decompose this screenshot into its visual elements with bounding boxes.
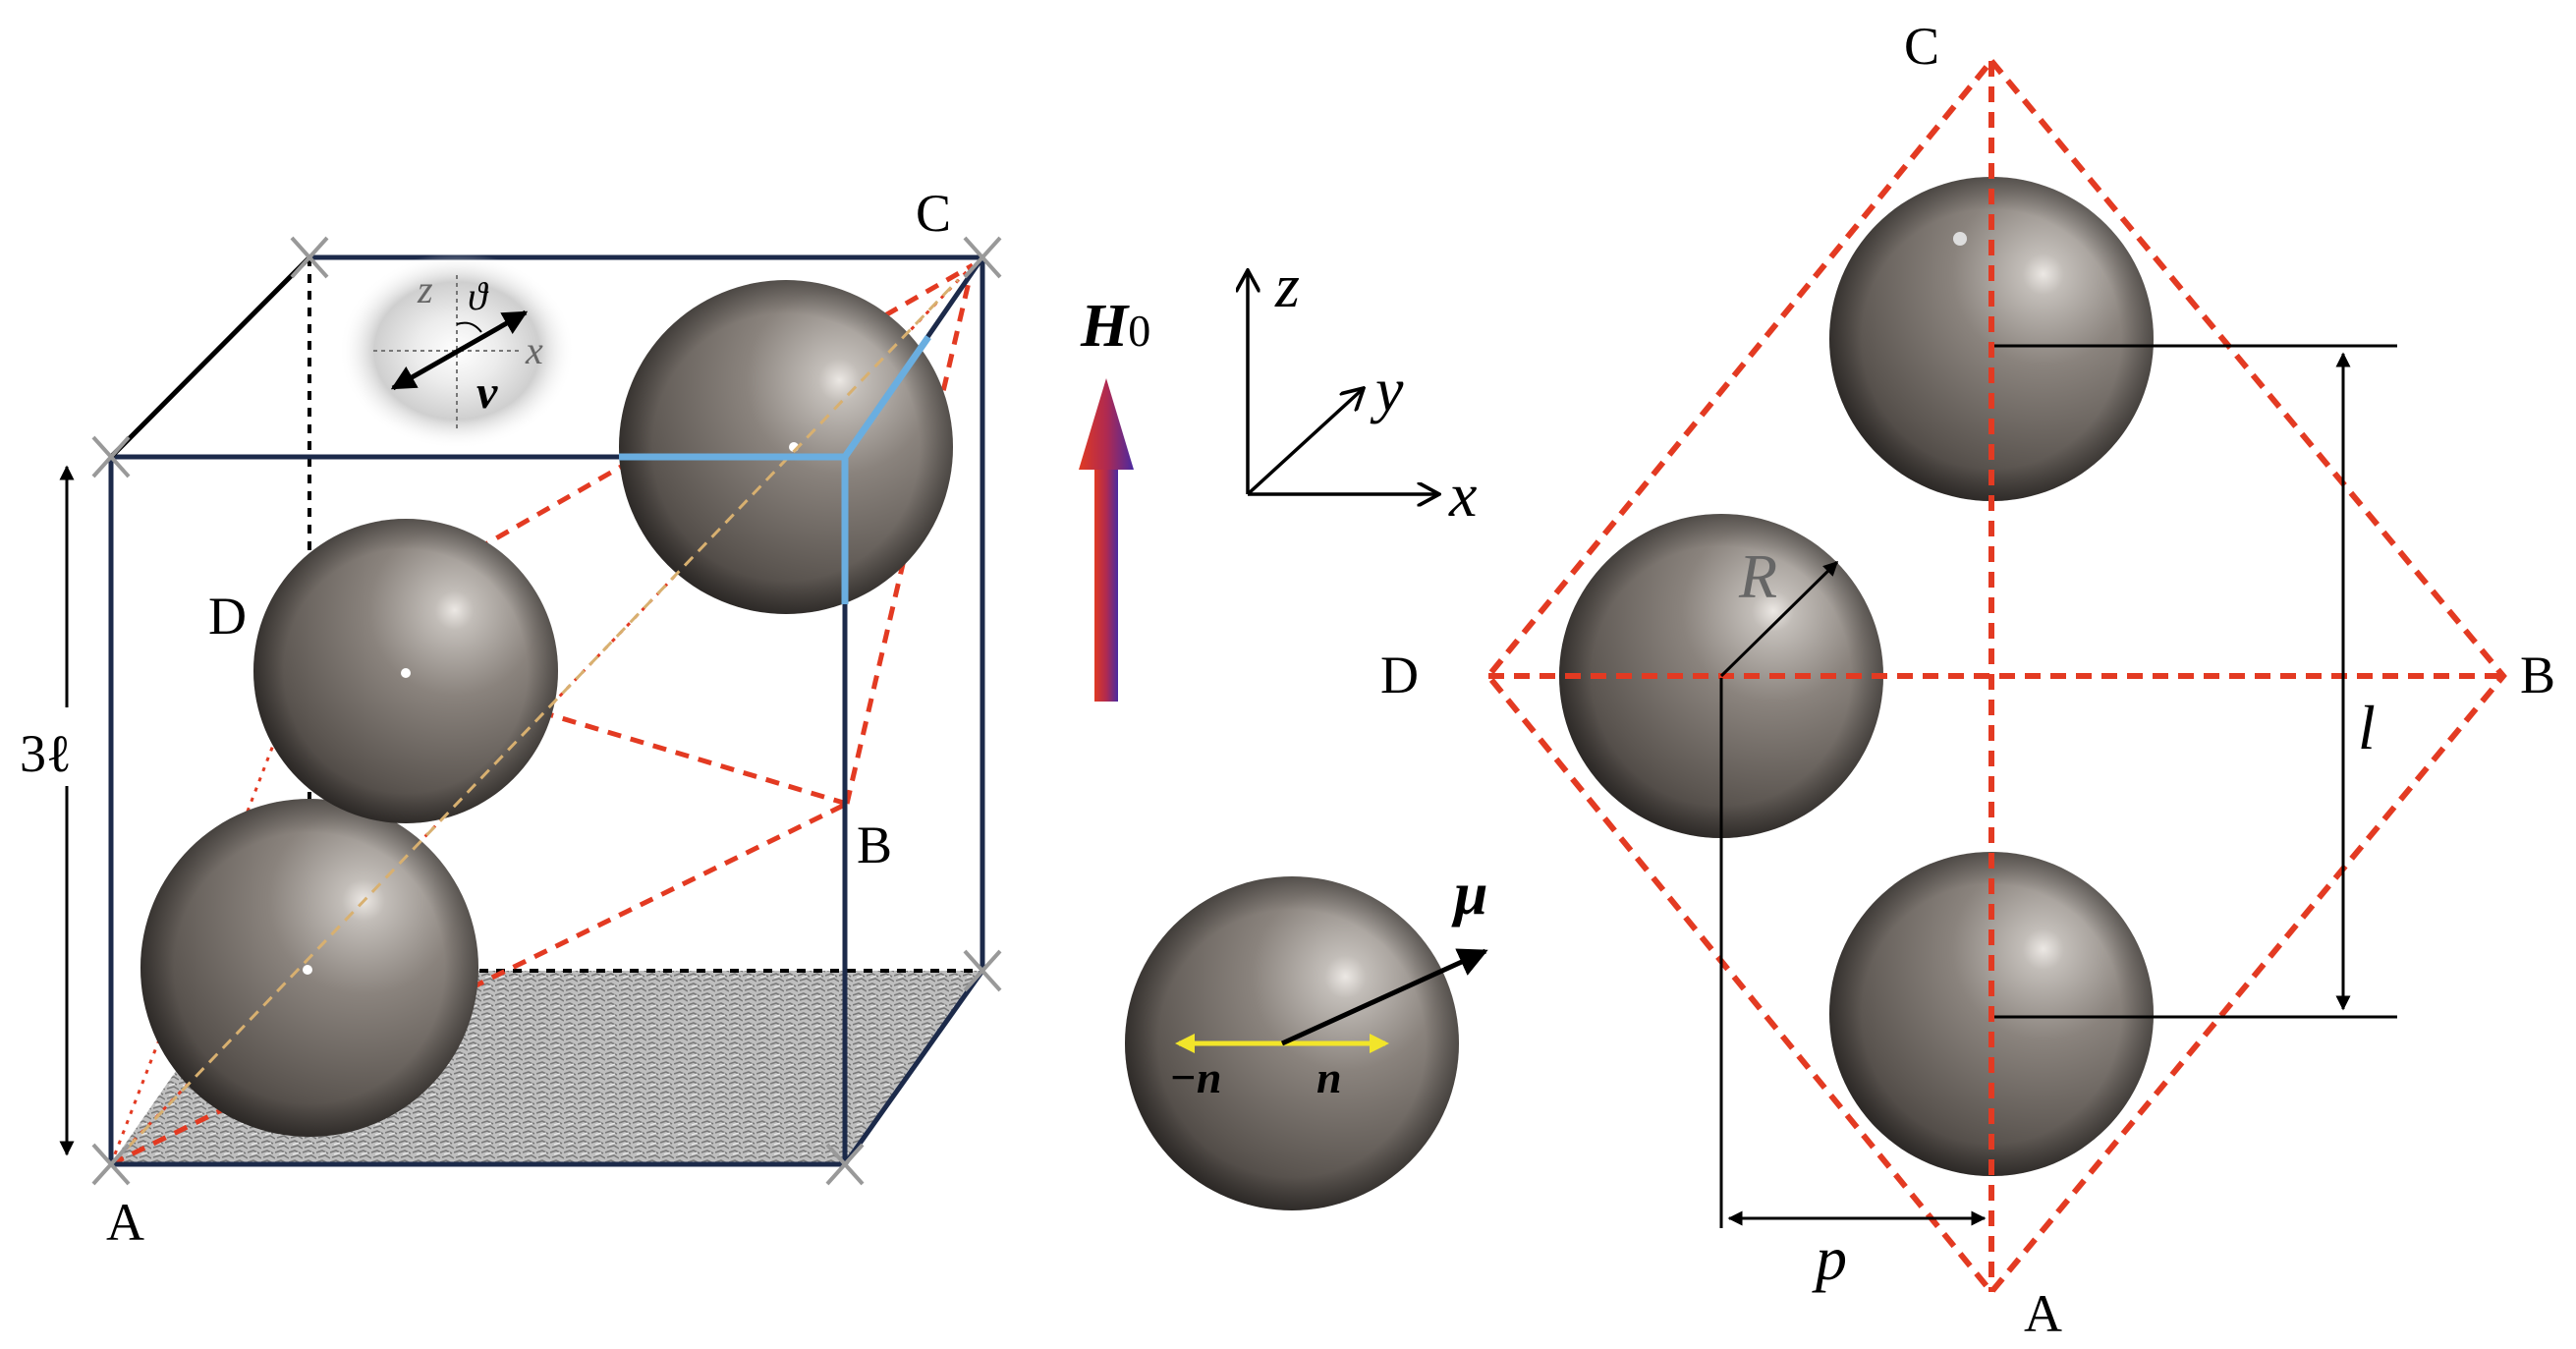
- left-vertex-b: B: [857, 815, 892, 874]
- projection-diamond: [1484, 56, 2507, 1297]
- right-panel: R l p A B C D: [1380, 17, 2555, 1343]
- left-panel: 3ℓ z ϑ x ν A B C D: [18, 184, 1002, 1252]
- sphere-icon: [619, 280, 953, 614]
- p-dimension: [1719, 678, 1987, 1228]
- right-vertex-a: A: [2024, 1284, 2062, 1343]
- radius-arrow-icon: [1719, 560, 1839, 678]
- mu-arrow-icon: [1280, 948, 1488, 1046]
- field-arrow-icon: [1079, 378, 1134, 702]
- nu-arrow-icon: [390, 309, 529, 391]
- axis-z-label: z: [1274, 251, 1300, 320]
- sphere-icon: [1829, 177, 2154, 501]
- right-vertex-d: D: [1380, 646, 1419, 704]
- sphere-icon: [253, 519, 558, 823]
- right-vertex-c: C: [1904, 17, 1939, 76]
- minus-n-label: −n: [1169, 1052, 1221, 1102]
- coordinate-axes: [1248, 270, 1439, 494]
- left-vertex-a: A: [106, 1193, 144, 1252]
- orientation-inset: z ϑ x ν: [339, 253, 575, 449]
- inset-x-label: x: [525, 328, 543, 372]
- p-label: p: [1812, 1223, 1847, 1293]
- sphere-icon: [140, 799, 478, 1137]
- left-vertex-d: D: [208, 587, 247, 646]
- left-vertex-c: C: [916, 184, 951, 243]
- inset-nu-label: ν: [476, 366, 498, 419]
- body-diagonal: [126, 278, 960, 1150]
- l-label: l: [2358, 693, 2376, 762]
- right-vertex-b: B: [2520, 646, 2555, 704]
- middle-panel: H0 z y x μ n −n: [1079, 251, 1488, 1210]
- n-label: n: [1316, 1052, 1342, 1102]
- inset-z-label: z: [417, 267, 433, 311]
- highlight-edge: [842, 334, 931, 460]
- axis-y-label: y: [1370, 355, 1404, 424]
- field-label: H0: [1080, 293, 1150, 360]
- radius-label: R: [1738, 541, 1777, 611]
- mu-label: μ: [1451, 861, 1487, 927]
- box-top-left-edge: [109, 255, 311, 459]
- corner-markers: [91, 236, 1002, 1186]
- height-label: 3ℓ: [20, 724, 72, 783]
- l-dimension: [1994, 344, 2397, 1019]
- axis-x-label: x: [1448, 460, 1477, 530]
- inset-theta-label: ϑ: [468, 274, 489, 318]
